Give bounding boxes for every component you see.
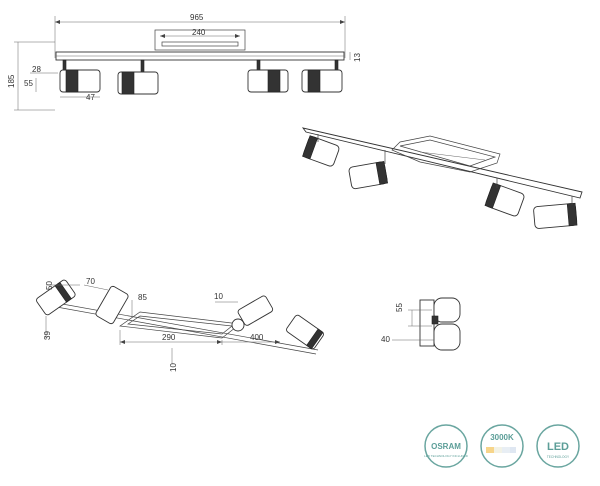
spot-diameter-label: 50 — [45, 281, 54, 290]
spot-diameter-label: 47 — [86, 93, 95, 102]
cool-swatch — [502, 447, 510, 453]
neutral-swatch — [494, 447, 502, 453]
span-dimension-label: 290 — [162, 333, 176, 342]
top-view: 50 70 85 10 39 290 400 10 — [36, 277, 324, 372]
led-badge: LED TECHNOLOGY — [536, 424, 580, 468]
osram-title: OSRAM — [431, 442, 461, 451]
cold-swatch — [510, 447, 516, 453]
led-subtitle: TECHNOLOGY — [547, 455, 570, 459]
spot-length-label: 55 — [24, 79, 33, 88]
height-dimension-label: 185 — [7, 74, 16, 88]
front-view: 965 240 13 185 28 55 — [7, 13, 362, 111]
bar-dimension-label: 10 — [169, 363, 178, 372]
arm-dimension-label: 28 — [32, 65, 41, 74]
width-dimension-label: 400 — [250, 333, 264, 342]
color-temperature-badge: 3000K — [480, 424, 524, 468]
small-diameter-label: 39 — [43, 331, 52, 340]
perspective-view — [301, 127, 583, 229]
side-depth-label: 40 — [381, 335, 390, 344]
width-dimension-label: 965 — [190, 13, 204, 22]
osram-badge: OSRAM LED TECHNOLOGY INCLUDED — [424, 424, 469, 468]
side-height-label: 55 — [395, 303, 404, 312]
side-view: 55 40 — [381, 297, 461, 351]
center-plate-label: 240 — [192, 28, 206, 37]
warm-swatch — [486, 447, 494, 453]
osram-subtitle: LED TECHNOLOGY INCLUDED — [424, 454, 469, 458]
depth-dimension-label: 13 — [353, 53, 362, 62]
offset-label: 10 — [214, 292, 223, 301]
led-title: LED — [547, 441, 569, 453]
kelvin-title: 3000K — [490, 433, 514, 442]
arm-offset-label: 85 — [138, 293, 147, 302]
spot-length-label: 70 — [86, 277, 95, 286]
